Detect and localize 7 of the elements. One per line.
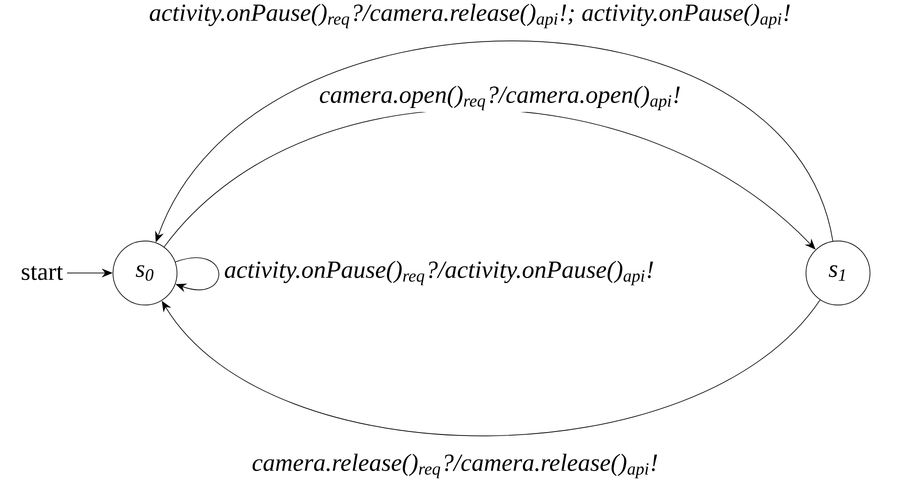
edge-label: camera.open()$_{req}$?/camera.open()$_{api}$! xyxy=(317,84,683,112)
self-loop-arrow xyxy=(175,258,220,292)
edge-label: camera.release()$_{req}$?/camera.release()$_{api}$! xyxy=(250,452,660,480)
edge-label: activity.onPause()$_{req}$?/camera.release()$_{api}$!; activity.onPause()$_{api}$! xyxy=(147,2,793,30)
start-label: start xyxy=(22,266,64,280)
edge-label: activity.onPause()$_{req}$?/activity.onPause()$_{api}$! xyxy=(222,258,656,288)
arrow xyxy=(162,300,820,436)
